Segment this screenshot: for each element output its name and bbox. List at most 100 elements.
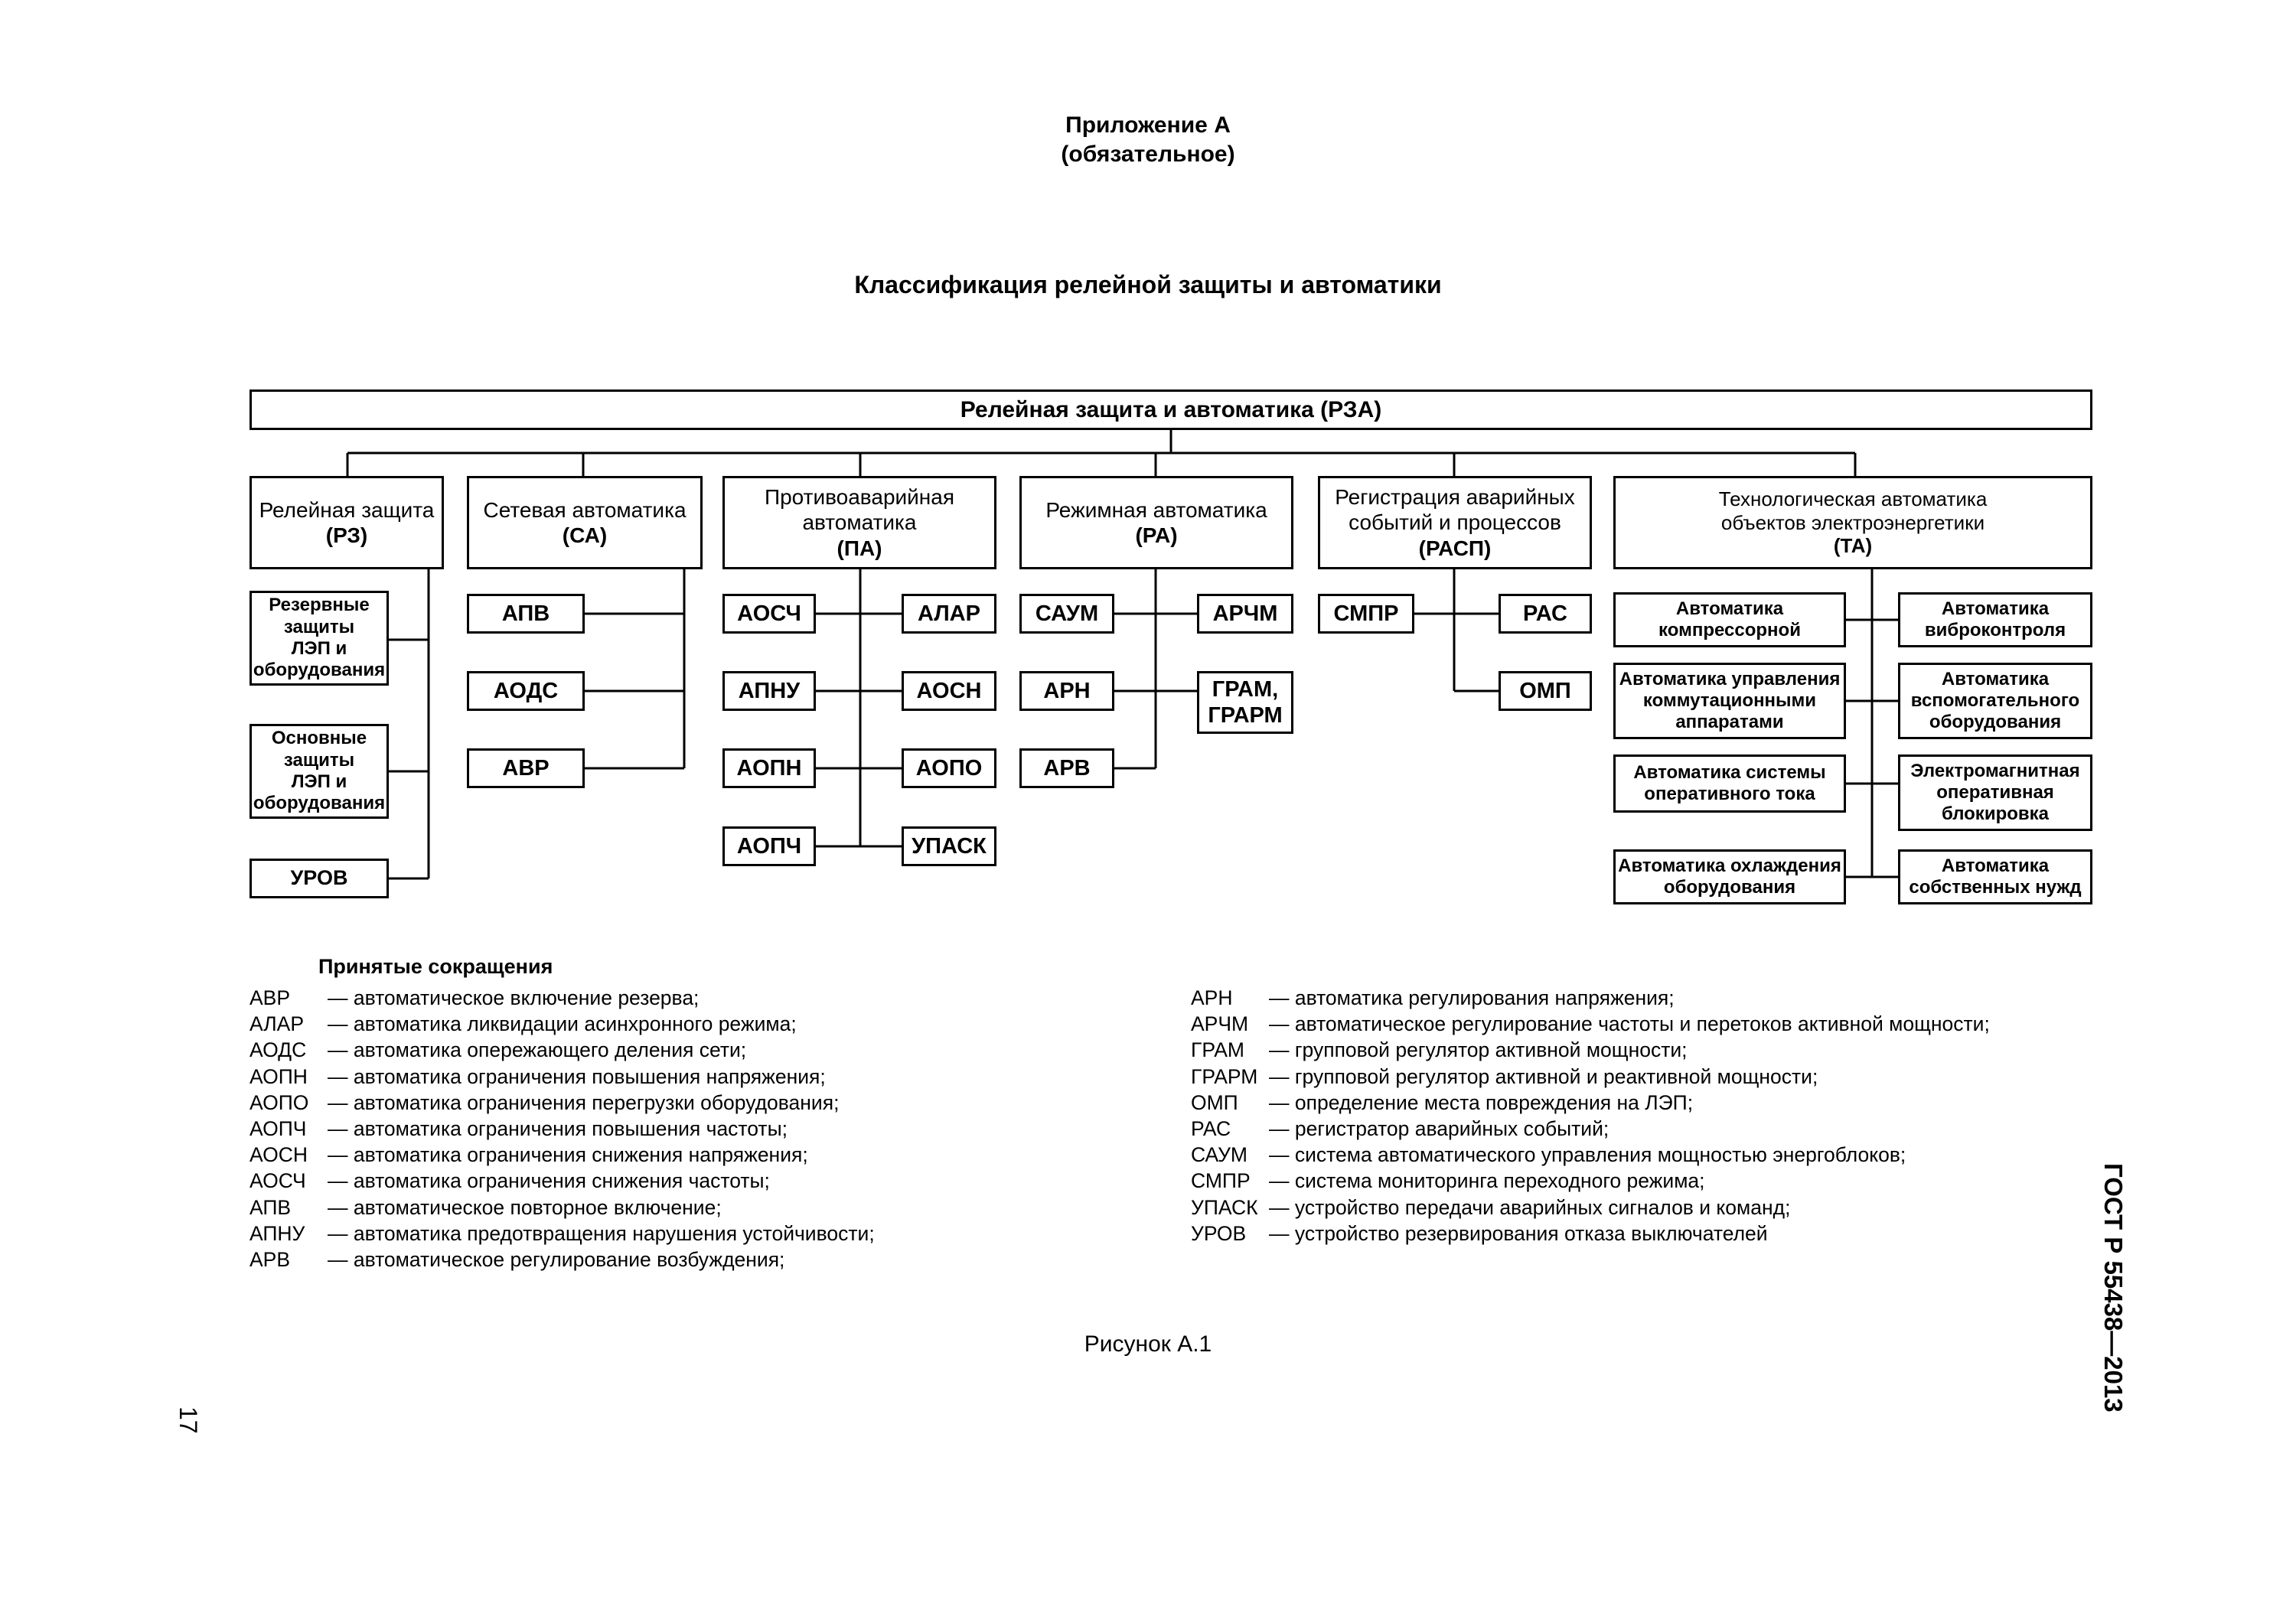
abbr-code: АЛАР	[249, 1012, 304, 1036]
abbr-code: АОПО	[249, 1090, 309, 1114]
category-abbr: (ТА)	[1833, 534, 1873, 558]
abbr-desc: — автоматика ограничения снижения напряж…	[328, 1143, 808, 1167]
abbr-desc: — система автоматического управления мощ…	[1269, 1143, 1906, 1167]
ta-item-auxiliary: Автоматика вспомогательного оборудования	[1898, 663, 2092, 739]
abbr-code: АРЧМ	[1191, 1012, 1249, 1036]
abbr-desc: — автоматическое регулирование возбужден…	[328, 1247, 785, 1271]
abbr-code: УПАСК	[1191, 1195, 1258, 1219]
sa-item-aods: АОДС	[467, 671, 585, 711]
abbr-desc: — групповой регулятор активной и реактив…	[1269, 1064, 1818, 1088]
abbr-desc: — автоматика ограничения повышения часто…	[328, 1116, 788, 1140]
pa-item-aosch: АОСЧ	[722, 594, 816, 634]
category-box-ra: Режимная автоматика (РА)	[1019, 476, 1293, 569]
category-abbr: (РЗ)	[325, 523, 368, 547]
figure-title: Классификация релейной защиты и автомати…	[854, 271, 1442, 298]
category-name: Противоаварийная автоматика	[764, 485, 954, 535]
category-box-sa: Сетевая автоматика (СА)	[467, 476, 703, 569]
category-name: Режимная автоматика	[1045, 497, 1267, 522]
abbr-code: ГРАРМ	[1191, 1064, 1258, 1088]
abbr-code: АВР	[249, 986, 291, 1009]
category-name: Релейная защита	[259, 497, 435, 522]
category-name: Сетевая автоматика	[483, 497, 687, 522]
figure-caption: Рисунок А.1	[1084, 1331, 1212, 1357]
rasp-item-ras: РАС	[1499, 594, 1592, 634]
ra-item-gram-grarm: ГРАМ, ГРАРМ	[1197, 671, 1293, 734]
rz-item-reserve-protection: Резервные защиты ЛЭП и оборудования	[249, 591, 389, 686]
pa-item-aosn: АОСН	[902, 671, 996, 711]
pa-item-upask: УПАСК	[902, 826, 996, 866]
category-name: Регистрация аварийных событий и процессо…	[1335, 485, 1575, 535]
abbr-desc: — автоматика опережающего деления сети;	[328, 1038, 747, 1062]
abbr-desc: — автоматика ликвидации асинхронного реж…	[328, 1012, 797, 1036]
abbr-desc: — определение места повреждения на ЛЭП;	[1269, 1090, 1694, 1114]
abbr-desc: — автоматика ограничения повышения напря…	[328, 1064, 826, 1088]
pa-item-apnu: АПНУ	[722, 671, 816, 711]
abbr-code: ГРАМ	[1191, 1038, 1245, 1062]
rasp-item-smpr: СМПР	[1318, 594, 1414, 634]
ta-item-switching-control: Автоматика управления коммутационными ап…	[1613, 663, 1846, 739]
abbr-code: АОПЧ	[249, 1116, 307, 1140]
rasp-item-omp: ОМП	[1499, 671, 1592, 711]
abbr-desc: — автоматика ограничения перегрузки обор…	[328, 1090, 840, 1114]
abbr-code: УРОВ	[1191, 1221, 1247, 1245]
abbr-desc: — устройство резервирования отказа выклю…	[1269, 1221, 1768, 1245]
ta-item-cooling: Автоматика охлаждения оборудования	[1613, 849, 1846, 904]
abbr-desc: — автоматика предотвращения нарушения ус…	[328, 1221, 875, 1245]
category-abbr: (СА)	[562, 523, 608, 547]
category-box-pa: Противоаварийная автоматика (ПА)	[722, 476, 996, 569]
rz-item-main-protection: Основные защиты ЛЭП и оборудования	[249, 724, 389, 819]
abbr-code: АОСН	[249, 1143, 308, 1167]
ta-item-dc-system: Автоматика системы оперативного тока	[1613, 754, 1846, 813]
pa-item-aopch: АОПЧ	[722, 826, 816, 866]
ra-item-arv: АРВ	[1019, 748, 1114, 788]
appendix-mandatory-label: (обязательное)	[1061, 142, 1235, 167]
abbr-desc: — автоматика регулирования напряжения;	[1269, 986, 1675, 1009]
category-abbr: (РА)	[1135, 523, 1178, 547]
abbr-desc: — автоматическое включение резерва;	[328, 986, 700, 1009]
abbr-code: АОСЧ	[249, 1169, 306, 1193]
category-box-rz: Релейная защита (РЗ)	[249, 476, 444, 569]
root-box-rza: Релейная защита и автоматика (РЗА)	[249, 389, 2092, 430]
category-abbr: (РАСП)	[1418, 536, 1492, 560]
page-number: 17	[174, 1406, 202, 1434]
abbr-code: АОДС	[249, 1038, 307, 1062]
category-abbr: (ПА)	[837, 536, 882, 560]
abbr-code: АПНУ	[249, 1221, 305, 1245]
pa-item-alar: АЛАР	[902, 594, 996, 634]
category-name: Технологическая автоматика объектов элек…	[1718, 487, 1988, 534]
ra-item-archm: АРЧМ	[1197, 594, 1293, 634]
abbr-desc: — регистратор аварийных событий;	[1269, 1116, 1609, 1140]
ta-item-vibration: Автоматика виброконтроля	[1898, 592, 2092, 647]
ta-item-interlock: Электромагнитная оперативная блокировка	[1898, 754, 2092, 831]
abbr-desc: — автоматическое регулирование частоты и…	[1269, 1012, 1990, 1036]
pa-item-aopo: АОПО	[902, 748, 996, 788]
abbreviations-heading: Принятые сокращения	[318, 955, 553, 978]
abbr-desc: — система мониторинга переходного режима…	[1269, 1169, 1705, 1193]
abbr-code: РАС	[1191, 1116, 1231, 1140]
standard-side-label: ГОСТ Р 55438—2013	[2099, 1163, 2128, 1413]
ta-item-compressor: Автоматика компрессорной	[1613, 592, 1846, 647]
abbr-code: ОМП	[1191, 1090, 1238, 1114]
abbr-code: АПВ	[249, 1195, 292, 1219]
appendix-label: Приложение А	[1065, 112, 1231, 138]
abbr-code: АОПН	[249, 1064, 308, 1088]
abbr-code: АРН	[1191, 986, 1233, 1009]
category-box-ta: Технологическая автоматика объектов элек…	[1613, 476, 2092, 569]
abbr-code: САУМ	[1191, 1143, 1247, 1167]
abbr-code: СМПР	[1191, 1169, 1251, 1193]
sa-item-apv: АПВ	[467, 594, 585, 634]
ra-item-arn: АРН	[1019, 671, 1114, 711]
abbr-desc: — групповой регулятор активной мощности;	[1269, 1038, 1688, 1062]
ra-item-saum: САУМ	[1019, 594, 1114, 634]
abbr-desc: — устройство передачи аварийных сигналов…	[1269, 1195, 1791, 1219]
abbr-desc: — автоматика ограничения снижения частот…	[328, 1169, 770, 1193]
sa-item-avr: АВР	[467, 748, 585, 788]
pa-item-aopn: АОПН	[722, 748, 816, 788]
category-box-rasp: Регистрация аварийных событий и процессо…	[1318, 476, 1592, 569]
rz-item-urov: УРОВ	[249, 859, 389, 898]
abbr-desc: — автоматическое повторное включение;	[328, 1195, 722, 1219]
abbr-code: АРВ	[249, 1247, 291, 1271]
ta-item-own-needs: Автоматика собственных нужд	[1898, 849, 2092, 904]
